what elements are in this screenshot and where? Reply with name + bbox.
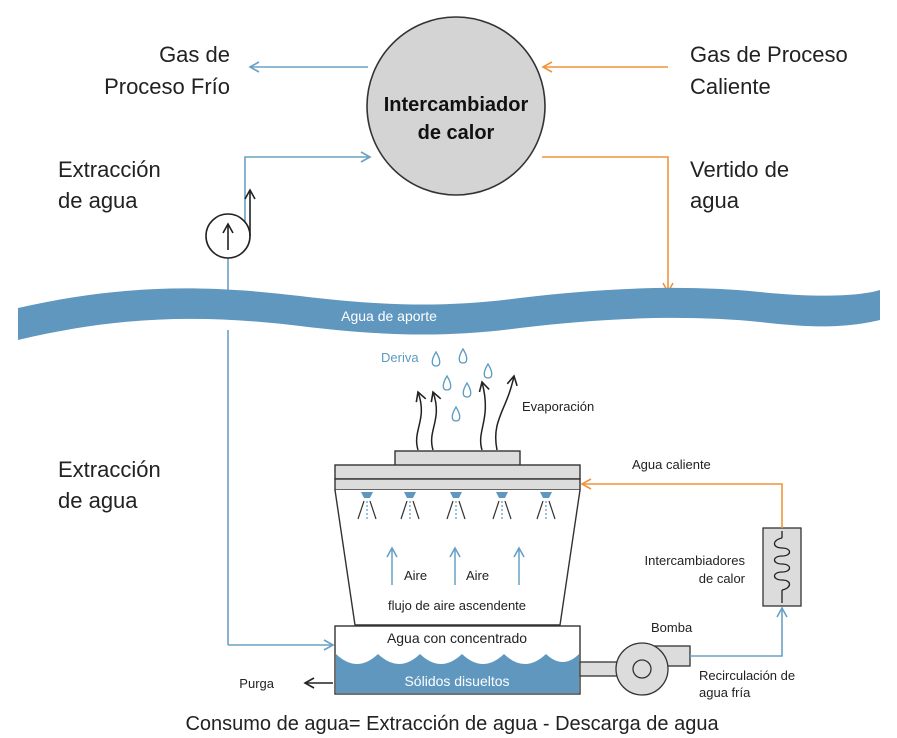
droplet-icon — [462, 381, 472, 398]
purge-label: Purga — [239, 676, 274, 691]
discharge-arrow — [542, 156, 674, 294]
river-label: Agua de aporte — [341, 308, 437, 324]
extraction-arrow-to-exchanger — [244, 151, 372, 238]
extraction-top-line1: Extracción — [58, 157, 161, 182]
coil-icon — [773, 531, 791, 603]
recirc-label-line1: Recirculación de — [699, 668, 795, 683]
discharge-label-line2: agua — [690, 188, 740, 213]
recirc-label-line2: agua fría — [699, 685, 751, 700]
discharge-label-line1: Vertido de — [690, 157, 789, 182]
air-label-2: Aire — [466, 568, 489, 583]
extraction-bottom-line2: de agua — [58, 488, 138, 513]
drift-droplets — [431, 347, 493, 422]
hot-gas-label-line1: Gas de Proceso — [690, 42, 848, 67]
evaporation-plumes — [415, 374, 518, 451]
droplet-icon — [431, 350, 441, 367]
extraction-top-line2: de agua — [58, 188, 138, 213]
spray-nozzle-icon — [446, 492, 466, 520]
spray-nozzle-icon — [357, 492, 377, 520]
air-label-1: Aire — [404, 568, 427, 583]
extraction-bottom-line1: Extracción — [58, 457, 161, 482]
tower-top-slab — [334, 464, 581, 480]
heat-exchangers-line1: Intercambiadores — [645, 553, 746, 568]
spray-nozzle-icon — [536, 492, 556, 520]
basin-label: Agua con concentrado — [387, 630, 527, 646]
cold-gas-label-line2: Proceso Frío — [104, 74, 230, 99]
spray-nozzle-icon — [492, 492, 512, 520]
river — [18, 287, 880, 340]
cold-gas-label-line1: Gas de — [159, 42, 230, 67]
droplet-icon — [458, 347, 468, 364]
drift-label: Deriva — [381, 350, 419, 365]
spray-nozzle-icon — [400, 492, 420, 520]
heat-exchanger-circle — [366, 16, 546, 196]
exchanger-label-line1: Intercambiador — [384, 94, 529, 116]
droplet-icon — [451, 405, 461, 422]
recirculation-arrow — [690, 606, 788, 657]
droplet-icon — [442, 374, 452, 391]
droplet-icon — [483, 362, 493, 379]
updraft-label: flujo de aire ascendente — [388, 598, 526, 613]
exchanger-label-line2: de calor — [418, 122, 495, 144]
hot-water-arrow — [580, 478, 783, 528]
hot-water-label: Agua caliente — [632, 457, 711, 472]
pump-suction-pipe — [579, 661, 621, 677]
pump-impeller-icon — [632, 659, 652, 679]
tower-body — [334, 489, 581, 626]
pump-label: Bomba — [651, 620, 693, 635]
tower-distribution-header — [334, 478, 581, 491]
basin-water — [336, 654, 579, 693]
hot-gas-label-line2: Caliente — [690, 74, 771, 99]
heat-exchangers-line2: de calor — [699, 571, 746, 586]
evaporation-label: Evaporación — [522, 399, 594, 414]
tower-fan-deck — [394, 450, 521, 467]
water-consumption-equation: Consumo de agua= Extracción de agua - De… — [185, 713, 719, 735]
solids-label: Sólidos disueltos — [404, 673, 509, 689]
spray-nozzles — [357, 492, 556, 520]
